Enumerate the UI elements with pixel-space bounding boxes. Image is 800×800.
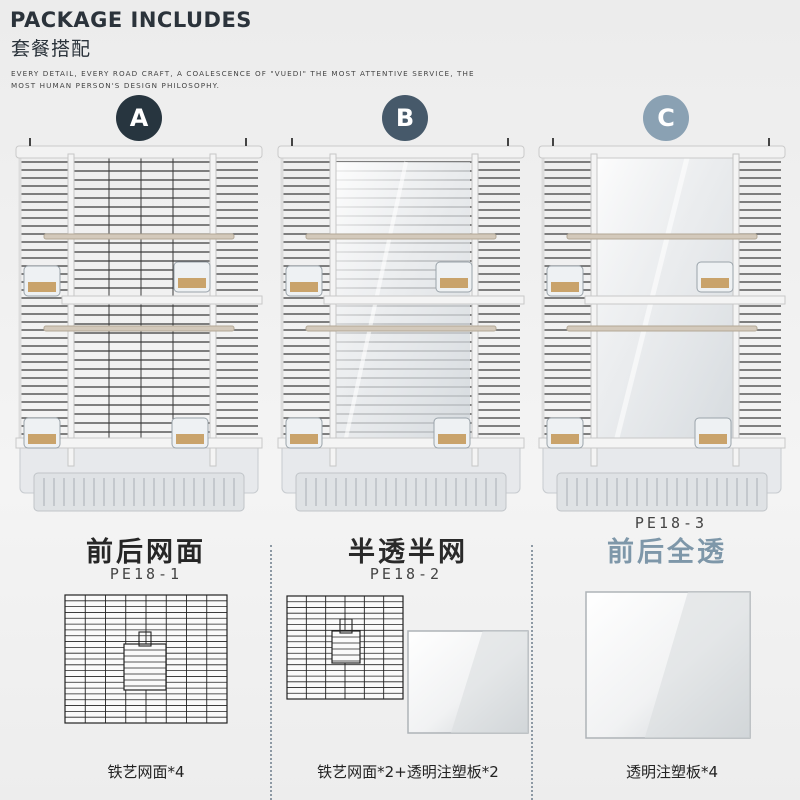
half-transparent-birdcage-image	[277, 138, 525, 512]
option-a-caption: 铁艺网面*4	[107, 763, 185, 781]
wire-mesh-birdcage-image	[15, 138, 263, 512]
transparent-birdcage-image	[538, 138, 786, 512]
option-b-badge: B	[382, 95, 428, 141]
option-b-caption: 铁艺网面*2+透明注塑板*2	[317, 763, 499, 781]
option-c-caption: 透明注塑板*4	[625, 763, 719, 781]
wire-mesh-panel-image	[286, 595, 404, 700]
option-a-model-code: PE18-1	[109, 565, 183, 583]
option-a-badge: A	[116, 95, 162, 141]
column-divider-2	[531, 545, 533, 800]
option-b-model-code: PE18-2	[369, 565, 443, 583]
wire-mesh-panel-image	[64, 594, 228, 724]
page-subtitle: 套餐搭配	[11, 38, 92, 60]
option-c-name: 前后全透	[607, 537, 727, 568]
option-a-name: 前后网面	[86, 537, 206, 568]
page-description: EVERY DETAIL, EVERY ROAD CRAFT, A COALES…	[11, 69, 475, 90]
option-c-model-code: PE18-3	[634, 514, 708, 532]
transparent-panel-image	[407, 630, 529, 734]
page-title: PACKAGE INCLUDES	[10, 8, 252, 32]
option-c-badge: C	[643, 95, 689, 141]
column-divider-1	[270, 545, 272, 800]
option-b-name: 半透半网	[348, 537, 468, 568]
transparent-panel-image	[585, 591, 751, 739]
